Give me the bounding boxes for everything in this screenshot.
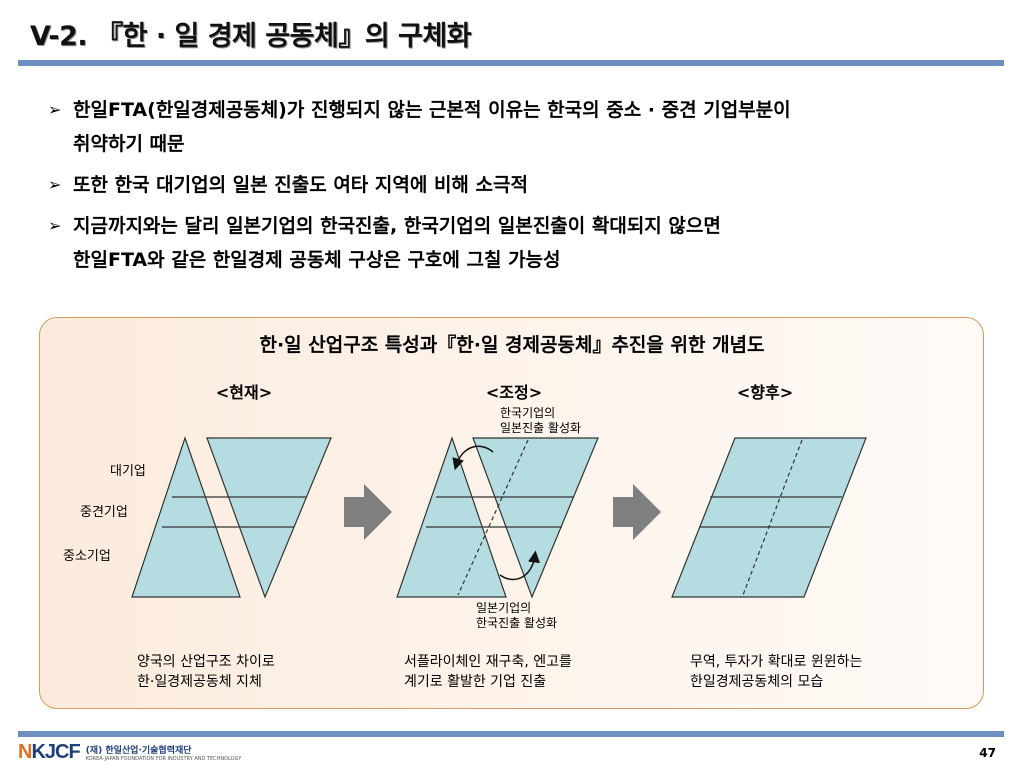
right-block-arrow-icon [613,484,661,540]
bullet-list: ➢ 한일FTA(한일경제공동체)가 진행되지 않는 근본적 이유는 한국의 중소… [48,93,998,284]
logo-mark-text: KJCF [31,740,80,763]
caption-current: 양국의 산업구조 차이로 한·일경제공동체 지체 [137,652,275,692]
stage-label-future: <향후> [736,383,794,402]
tier-label-small: 중소기업 [63,549,111,564]
logo-english-name: KOREA-JAPAN FOUNDATION FOR INDUSTRY AND … [85,755,242,762]
curved-arrow-icon [452,445,494,471]
stage-label-adjustment: <조정> [485,383,543,402]
bullet-item: ➢ 한일FTA(한일경제공동체)가 진행되지 않는 근본적 이유는 한국의 중소… [48,93,998,161]
logo-korean-name: (재) 한일산업·기술협력재단 [85,745,192,756]
bullet-line: 지금까지와는 달리 일본기업의 한국진출, 한국기업의 일본진출이 확대되지 않… [73,215,721,237]
caption-line: 계기로 활발한 기업 진출 [404,674,547,690]
curved-arrow-icon [499,550,540,581]
stage-label-current: <현재> [215,383,273,402]
bullet-line: 한일FTA(한일경제공동체)가 진행되지 않는 근본적 이유는 한국의 중소 ·… [73,99,791,121]
bullet-item: ➢ 또한 한국 대기업의 일본 진출도 여타 지역에 비해 소극적 [48,168,998,202]
caption-future: 무역, 투자가 확대로 윈윈하는 한일경제공동체의 모습 [690,652,862,692]
caption-line: 한·일경제공동체 지체 [137,674,262,690]
kjcf-logo: NKJCF (재) 한일산업·기술협력재단 KOREA-JAPAN FOUNDA… [18,741,241,763]
bullet-line: 한일FTA와 같은 한일경제 공동체 구상은 구호에 그칠 가능성 [73,249,561,271]
japan-industry-parallelogram [206,437,332,599]
caption-line: 서플라이체인 재구축, 엔고를 [404,654,572,670]
page-title: V-2. 『한 · 일 경제 공동체』의 구체화 [30,21,472,52]
japan-industry-parallelogram [472,437,599,599]
note-line: 한국진출 활성화 [476,616,558,630]
arrow-bullet-icon: ➢ [48,175,62,194]
tier-label-large: 대기업 [110,464,146,479]
note-japan-to-korea: 일본기업의 한국진출 활성화 [476,601,557,631]
diagram-title: 한·일 산업구조 특성과『한·일 경제공동체』추진을 위한 개념도 [259,334,765,356]
bullet-line: 또한 한국 대기업의 일본 진출도 여타 지역에 비해 소극적 [73,174,528,196]
caption-line: 무역, 투자가 확대로 윈윈하는 [690,654,863,670]
korea-industry-triangle [131,436,241,598]
note-line: 일본진출 활성화 [500,421,582,435]
tier-label-mid: 중견기업 [80,505,128,520]
korea-industry-triangle [396,436,507,598]
integrated-industry-parallelogram [671,437,867,598]
bullet-line: 취약하기 때문 [73,133,185,155]
page-number: 47 [979,746,996,760]
caption-line: 양국의 산업구조 차이로 [137,654,275,670]
top-divider [18,60,1004,66]
arrow-bullet-icon: ➢ [48,100,62,119]
bottom-divider [18,731,1004,737]
note-line: 일본기업의 [476,601,532,615]
caption-line: 한일경제공동체의 모습 [690,674,824,690]
bullet-item: ➢ 지금까지와는 달리 일본기업의 한국진출, 한국기업의 일본진출이 확대되지… [48,209,998,277]
right-block-arrow-icon [344,484,392,540]
integration-dashed-line [457,439,529,596]
logo-text: (재) 한일산업·기술협력재단 KOREA-JAPAN FOUNDATION F… [86,743,242,762]
kjcf-logo-mark: NKJCF [18,740,81,763]
arrow-bullet-icon: ➢ [48,216,62,235]
caption-adjustment: 서플라이체인 재구축, 엔고를 계기로 활발한 기업 진출 [404,652,572,692]
note-korea-to-japan: 한국기업의 일본진출 활성화 [500,406,581,436]
note-line: 한국기업의 [500,406,556,420]
